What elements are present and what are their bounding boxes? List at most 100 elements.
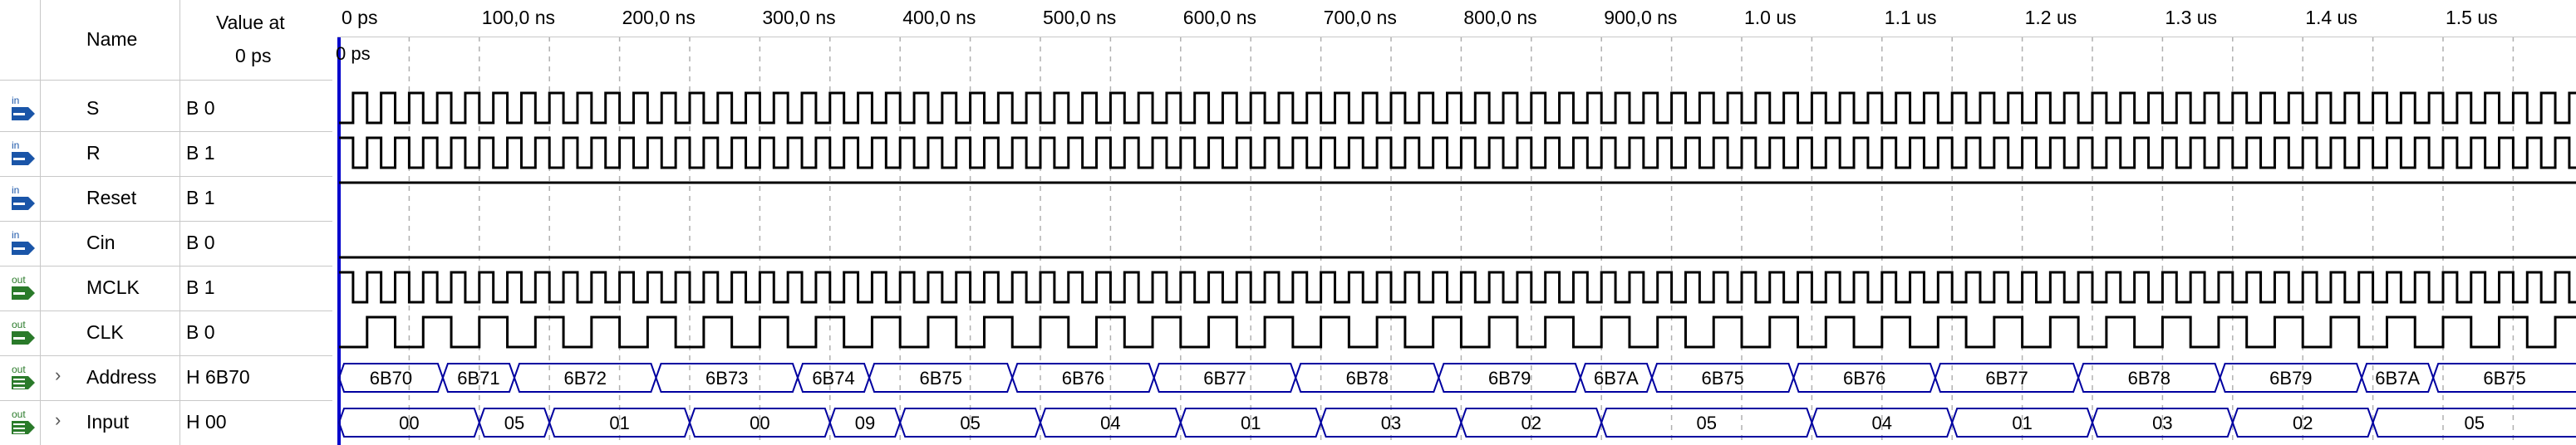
ruler-tick-label: 0 ps [342, 7, 378, 28]
output-pin-icon: out [10, 273, 38, 303]
signal-row-clk[interactable]: out CLK B 0 [0, 311, 332, 356]
bus-value-label: 6B73 [705, 368, 748, 389]
signal-name: Address [86, 366, 157, 388]
bus-segment[interactable] [2372, 408, 2576, 438]
signal-waveform[interactable] [339, 315, 2576, 349]
svg-text:out: out [12, 274, 26, 286]
column-divider[interactable] [40, 0, 41, 445]
output-bus-icon: out [10, 363, 38, 393]
signal-name: R [86, 142, 101, 164]
signal-name: MCLK [86, 276, 140, 298]
signal-name: CLK [86, 321, 124, 343]
signal-value: B 0 [186, 321, 215, 343]
signal-value: B 1 [186, 142, 215, 164]
ruler-tick-label: 400,0 ns [902, 7, 976, 28]
svg-text:in: in [12, 139, 19, 151]
bus-value-label: 05 [2465, 413, 2485, 433]
signal-value: H 6B70 [186, 366, 250, 388]
bus-value-label: 04 [1872, 413, 1892, 433]
output-pin-icon: out [10, 318, 38, 348]
bus-value-label: 09 [855, 413, 875, 433]
ruler-tick-label: 900,0 ns [1604, 7, 1678, 28]
bus-value-label: 01 [1241, 413, 1261, 433]
signal-name: S [86, 97, 100, 119]
input-pin-icon: in [10, 228, 38, 258]
bus-value-label: 6B71 [457, 368, 499, 389]
bus-value-label: 6B78 [1346, 368, 1389, 389]
signal-waveform[interactable] [339, 136, 2576, 169]
svg-text:in: in [12, 184, 19, 196]
column-divider[interactable] [179, 0, 180, 445]
bus-value-label: 6B75 [2483, 368, 2525, 389]
ruler-tick-label: 700,0 ns [1323, 7, 1397, 28]
input-pin-icon: in [10, 94, 38, 124]
bus-value-label: 01 [2012, 413, 2032, 433]
signal-row-s[interactable]: in S B 0 [0, 86, 332, 132]
ruler-tick-label: 1.5 us [2446, 7, 2498, 28]
expand-chevron-icon[interactable]: › [55, 364, 61, 385]
ruler-tick-label: 800,0 ns [1463, 7, 1537, 28]
bus-value-label: 6B79 [1488, 368, 1531, 389]
bus-value-label: 6B7A [2375, 368, 2420, 389]
bus-value-label: 6B77 [1203, 368, 1246, 389]
value-column-time: 0 ps [235, 45, 272, 66]
signal-row-mclk[interactable]: out MCLK B 1 [0, 266, 332, 311]
input-pin-icon: in [10, 139, 38, 169]
bus-value-label: 6B7A [1594, 368, 1639, 389]
bus-value-label: 6B77 [1985, 368, 2028, 389]
bus-value-label: 01 [609, 413, 629, 433]
signal-name: Input [86, 411, 130, 433]
ruler-tick-label: 1.4 us [2305, 7, 2357, 28]
ruler-tick-label: 300,0 ns [762, 7, 836, 28]
bus-value-label: 02 [1522, 413, 1541, 433]
bus-value-label: 6B72 [564, 368, 607, 389]
ruler-tick-label: 1.3 us [2165, 7, 2218, 28]
bus-value-label: 6B70 [370, 368, 412, 389]
bus-value-label: 05 [1697, 413, 1717, 433]
ruler-tick-label: 100,0 ns [481, 7, 556, 28]
bus-value-label: 6B76 [1062, 368, 1104, 389]
signal-name: Cin [86, 232, 116, 253]
signal-waveform[interactable] [339, 91, 2576, 125]
bus-value-label: 6B78 [2128, 368, 2170, 389]
signal-row-cin[interactable]: in Cin B 0 [0, 221, 332, 267]
expand-chevron-icon[interactable]: › [55, 409, 61, 430]
ruler-tick-label: 500,0 ns [1043, 7, 1117, 28]
signal-row-address[interactable]: out › Address H 6B70 [0, 355, 332, 401]
bus-value-label: 6B74 [812, 368, 854, 389]
signal-value: B 1 [186, 187, 215, 208]
bus-segment[interactable] [2432, 363, 2576, 393]
signal-waveform[interactable] [339, 271, 2576, 304]
bus-value-label: 05 [960, 413, 980, 433]
bus-value-label: 00 [750, 413, 769, 433]
cursor-time-label: 0 ps [336, 43, 371, 64]
signal-name: Reset [86, 187, 137, 208]
bus-value-label: 6B75 [919, 368, 961, 389]
signal-value: H 00 [186, 411, 227, 433]
bus-value-label: 6B75 [1702, 368, 1744, 389]
bus-value-label: 6B79 [2269, 368, 2312, 389]
ruler-tick-label: 600,0 ns [1182, 7, 1257, 28]
bus-value-label: 6B76 [1843, 368, 1885, 389]
input-pin-icon: in [10, 183, 38, 213]
ruler-tick-label: 1.0 us [1744, 7, 1797, 28]
signal-row-reset[interactable]: in Reset B 1 [0, 176, 332, 222]
svg-text:out: out [12, 364, 26, 375]
signal-value: B 1 [186, 276, 215, 298]
ruler-tick-label: 200,0 ns [622, 7, 696, 28]
bus-value-label: 05 [504, 413, 524, 433]
bus-value-label: 03 [1381, 413, 1401, 433]
output-bus-icon: out [10, 408, 38, 438]
bus-value-label: 04 [1100, 413, 1120, 433]
bus-value-label: 02 [2293, 413, 2313, 433]
signal-row-r[interactable]: in R B 1 [0, 131, 332, 177]
svg-text:in: in [12, 229, 19, 241]
ruler-tick-label: 1.1 us [1884, 7, 1937, 28]
value-column-header[interactable]: Value at [216, 12, 285, 33]
time-ruler[interactable] [337, 0, 2576, 37]
svg-text:in: in [12, 95, 19, 106]
name-column-header[interactable]: Name [86, 28, 138, 50]
svg-text:out: out [12, 319, 26, 330]
signal-row-input[interactable]: out › Input H 00 [0, 400, 332, 445]
